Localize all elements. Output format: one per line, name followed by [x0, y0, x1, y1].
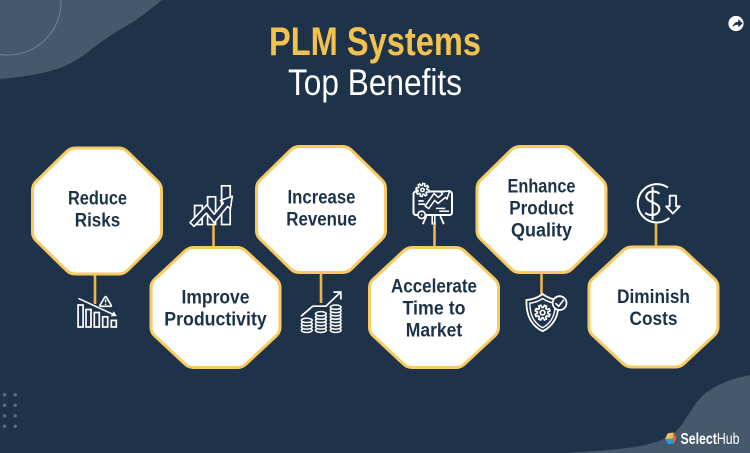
svg-text:SelectHub: SelectHub — [681, 431, 740, 448]
svg-text:Reduce: Reduce — [68, 188, 127, 209]
svg-text:Accelerate: Accelerate — [391, 276, 477, 297]
svg-text:Revenue: Revenue — [286, 209, 357, 230]
svg-text:Increase: Increase — [288, 187, 356, 208]
svg-text:Diminish: Diminish — [617, 287, 690, 308]
svg-text:Market: Market — [406, 320, 463, 341]
svg-text:Product: Product — [509, 198, 574, 219]
svg-text:Enhance: Enhance — [508, 176, 576, 197]
svg-text:Quality: Quality — [511, 220, 572, 241]
svg-text:PLM Systems: PLM Systems — [269, 20, 481, 64]
svg-text:Risks: Risks — [75, 210, 121, 231]
svg-text:Improve: Improve — [182, 287, 250, 308]
svg-text:Costs: Costs — [630, 309, 678, 330]
svg-text:Productivity: Productivity — [164, 309, 267, 330]
svg-text:Top Benefits: Top Benefits — [288, 62, 462, 103]
svg-text:Time to: Time to — [403, 298, 466, 319]
